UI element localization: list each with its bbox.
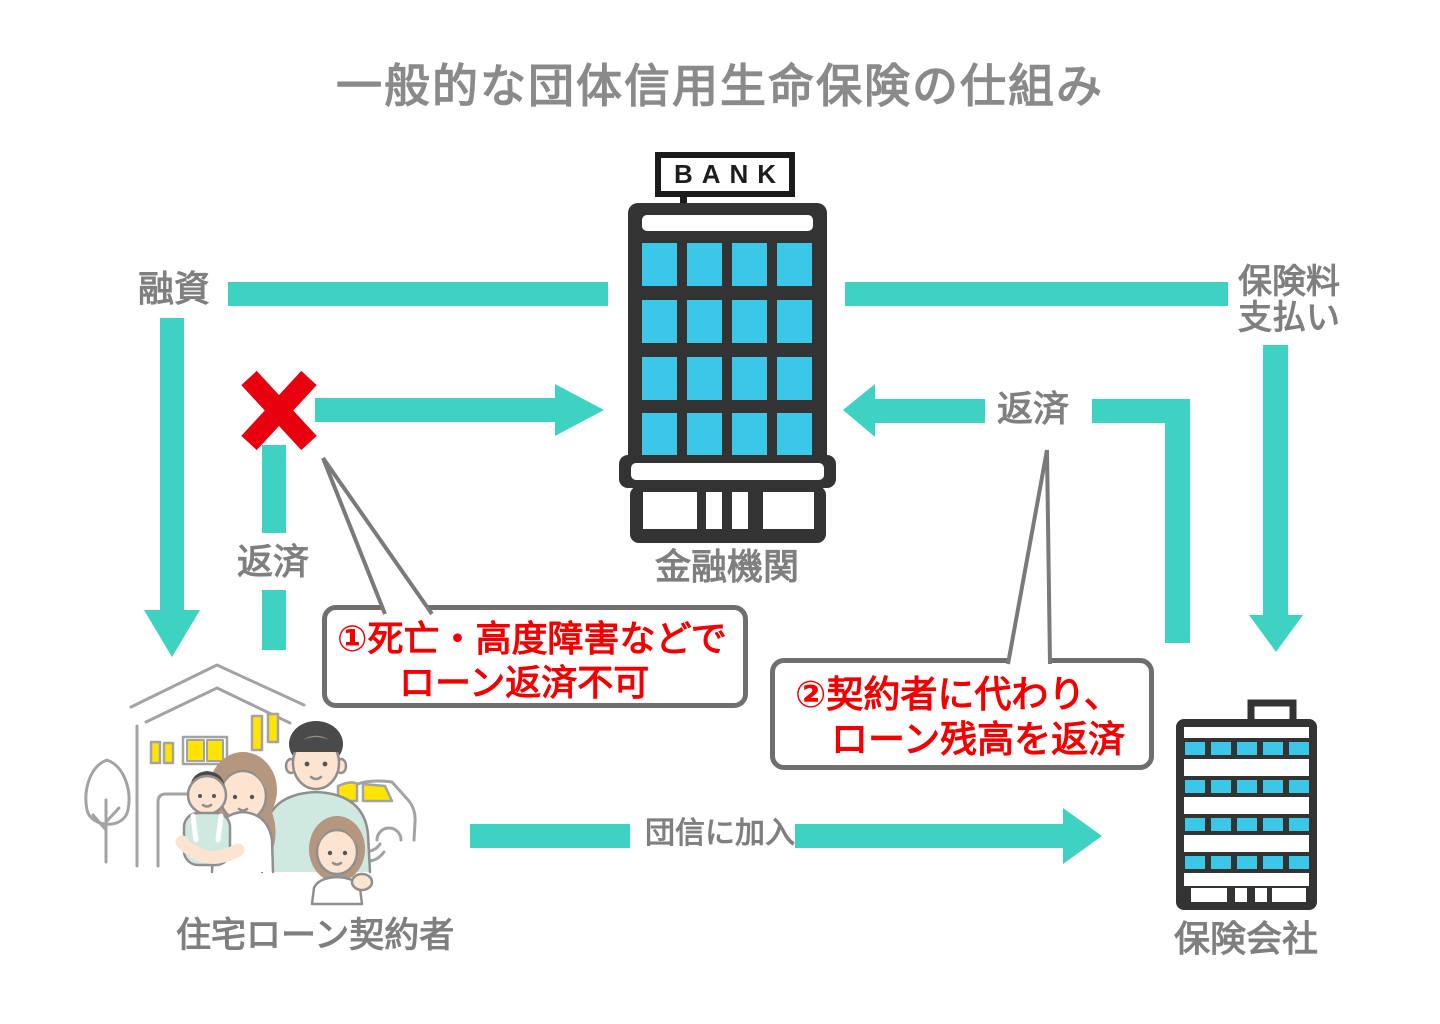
bank-label: 金融機関 bbox=[655, 546, 800, 587]
join-label: 団信に加入 bbox=[645, 817, 795, 850]
callout2-line1: ②契約者に代わり、 bbox=[795, 674, 1121, 715]
insurer-floors bbox=[1184, 738, 1309, 902]
blocked-cross-icon bbox=[241, 370, 317, 451]
premium-arrow bbox=[845, 282, 1303, 652]
car-icon bbox=[328, 779, 417, 863]
premium-label-line2: 支払い bbox=[1238, 299, 1340, 338]
page-title: 一般的な団体信用生命保険の仕組み bbox=[336, 60, 1104, 112]
borrower-label: 住宅ローン契約者 bbox=[176, 916, 455, 955]
tree-icon bbox=[84, 758, 131, 864]
callout1-leader bbox=[321, 456, 434, 616]
callout2-leader bbox=[1006, 449, 1052, 665]
callout-loan-payoff: ②契約者に代わり、 ローン残高を返済 bbox=[770, 658, 1154, 770]
bank-sign-text: BANK bbox=[673, 159, 786, 189]
callout1-line2: ローン返済不可 bbox=[399, 662, 650, 703]
bank-windows bbox=[642, 243, 812, 456]
family-members bbox=[175, 721, 374, 906]
loan-arrow bbox=[144, 282, 608, 657]
bank-building bbox=[619, 190, 836, 543]
bank-sign: BANK bbox=[655, 152, 795, 197]
premium-label-line1: 保険料 bbox=[1238, 263, 1340, 301]
callout2-line2: ローン残高を返済 bbox=[831, 719, 1126, 760]
premium-label: 保険料 支払い bbox=[1238, 264, 1340, 336]
house-icon bbox=[129, 663, 306, 868]
loan-label: 融資 bbox=[138, 268, 211, 309]
callout1-line1: ①死亡・高度障害などで bbox=[337, 618, 727, 659]
insurer-building bbox=[1176, 699, 1317, 910]
insurer-repayment-label: 返済 bbox=[997, 388, 1070, 429]
insurer-label: 保険会社 bbox=[1174, 918, 1319, 959]
borrower-repayment-label: 返済 bbox=[237, 541, 310, 582]
callout-death-disability: ①死亡・高度障害などで ローン返済不可 bbox=[322, 605, 748, 708]
